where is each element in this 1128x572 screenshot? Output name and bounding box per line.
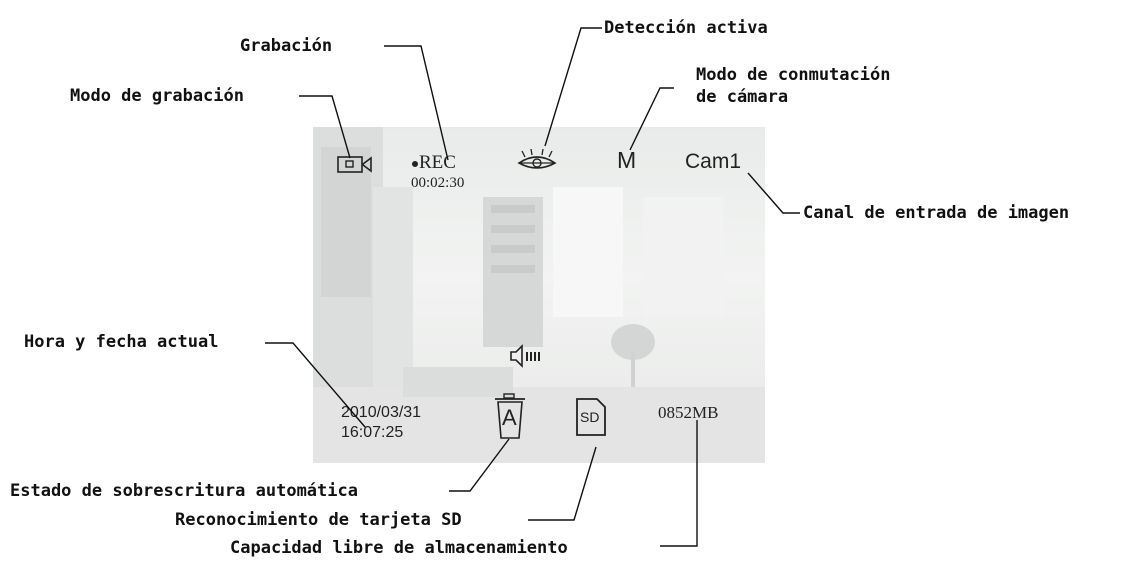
record-dot-icon <box>412 161 418 167</box>
current-date: 2010/03/31 <box>341 404 422 421</box>
callout-camera-switch-mode-line2: de cámara <box>696 87 789 107</box>
motion-detection-eye-icon <box>517 149 557 169</box>
free-storage: 0852MB <box>658 403 719 422</box>
sd-card-icon: SD <box>575 397 607 437</box>
callout-recording: Grabación <box>240 36 333 56</box>
camera-switch-mode: M <box>617 147 637 173</box>
sd-label: SD <box>580 409 600 425</box>
input-channel: Cam1 <box>685 150 742 173</box>
callout-free-capacity: Capacidad libre de almacenamiento <box>230 538 568 558</box>
speaker-volume-icon <box>510 344 540 368</box>
room-background-image <box>313 127 765 463</box>
current-time: 16:07:25 <box>341 424 404 441</box>
callout-sd-recognition: Reconocimiento de tarjeta SD <box>175 510 462 530</box>
elapsed-time: 00:02:30 <box>411 175 465 191</box>
trash-auto-icon: A <box>493 393 527 441</box>
callout-camera-switch-mode: Modo de conmutación <box>696 65 891 85</box>
callout-motion-active: Detección activa <box>604 18 768 38</box>
callout-auto-overwrite: Estado de sobrescritura automática <box>10 481 358 501</box>
callout-current-datetime: Hora y fecha actual <box>24 332 219 352</box>
callout-input-channel: Canal de entrada de imagen <box>803 203 1070 223</box>
monitor-screen: REC 00:02:30 M Cam1 2010/03/31 16:07:25 … <box>313 127 765 463</box>
overwrite-letter: A <box>502 405 517 430</box>
callout-recording-mode: Modo de grabación <box>70 86 244 106</box>
